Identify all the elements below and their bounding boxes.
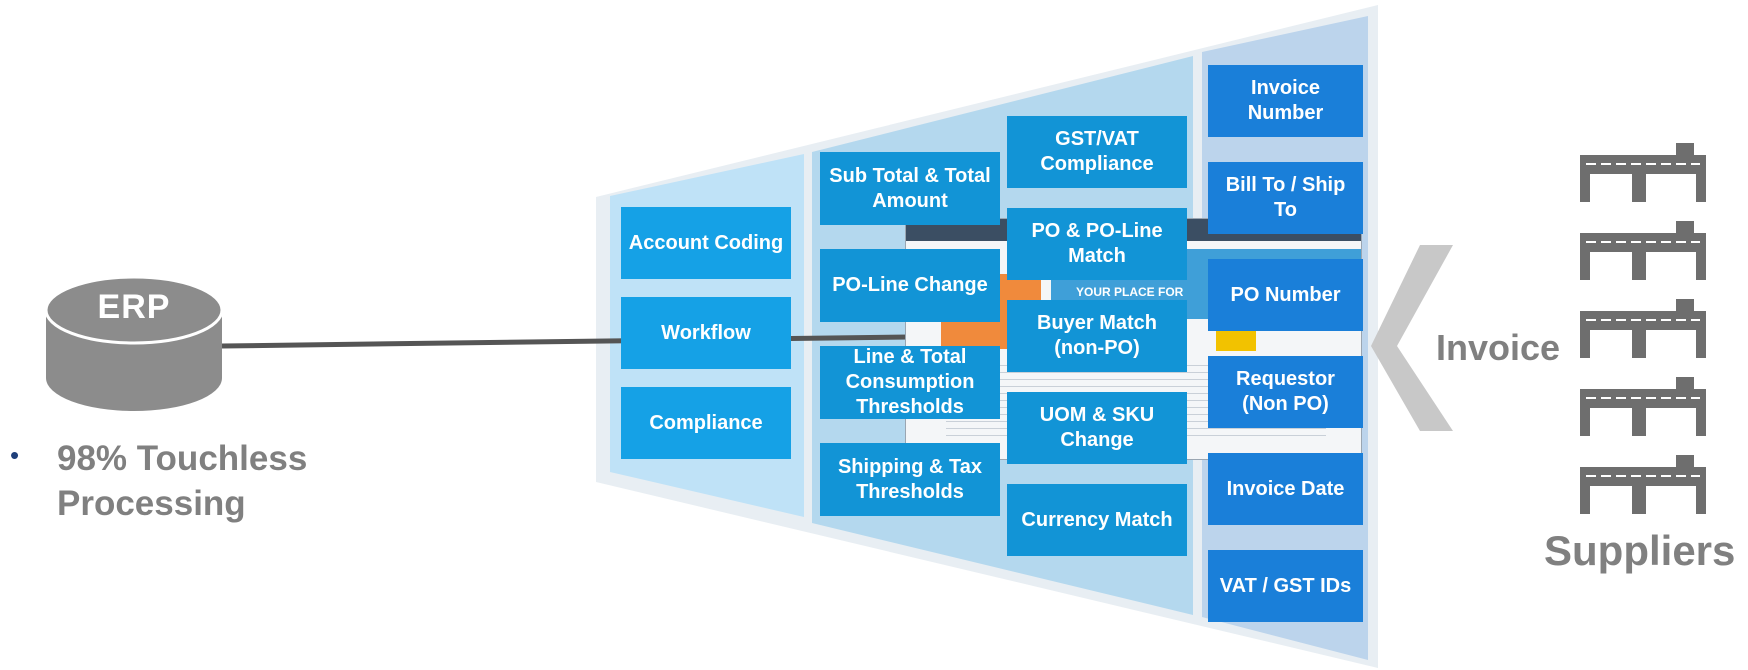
erp-connector-line (221, 334, 911, 349)
stage1-box-account-coding: Account Coding (621, 207, 791, 279)
touchless-processing-text: 98% Touchless Processing (57, 439, 308, 523)
stage3-box-requestor: Requestor (Non PO) (1208, 356, 1363, 428)
invoice-label: Invoice (1436, 327, 1561, 368)
stage2-box-shipping-tax-thresholds: Shipping & Tax Thresholds (820, 443, 1000, 516)
stage3-box-bill-ship-to: Bill To / Ship To (1208, 162, 1363, 234)
suppliers-label: Suppliers (1544, 527, 1736, 574)
stage2-box-po-line-match: PO & PO-Line Match (1007, 208, 1187, 280)
stage2-box-subtotal-amount: Sub Total & Total Amount (820, 152, 1000, 225)
invoice-chevron-icon (1371, 245, 1453, 431)
stage2-box-consumption-thresholds: Line & Total Consumption Thresholds (820, 346, 1000, 419)
stage2-box-gst-vat-compliance: GST/VAT Compliance (1007, 116, 1187, 188)
supplier-building-icon (1580, 298, 1706, 359)
stage2-box-uom-sku-change: UOM & SKU Change (1007, 392, 1187, 464)
supplier-building-icon (1580, 454, 1706, 515)
supplier-buildings (1580, 143, 1706, 515)
erp-label: ERP (97, 288, 171, 326)
erp-database-icon (44, 275, 224, 411)
stage2-box-currency-match: Currency Match (1007, 484, 1187, 556)
stage2-box-buyer-match: Buyer Match (non-PO) (1007, 300, 1187, 372)
supplier-building-icon (1580, 143, 1706, 202)
screenshot-yellow-block (1216, 327, 1256, 351)
stage3-box-invoice-date: Invoice Date (1208, 453, 1363, 525)
supplier-building-icon (1580, 376, 1706, 437)
stage2-box-po-line-change: PO-Line Change (820, 249, 1000, 322)
screenshot-banner-text: YOUR PLACE FOR (1076, 285, 1184, 299)
supplier-building-icon (1580, 220, 1706, 281)
stage1-box-workflow: Workflow (621, 297, 791, 369)
summary-bullet: • (10, 440, 20, 470)
stage3-box-invoice-number: Invoice Number (1208, 65, 1363, 137)
stage3-box-vat-gst-ids: VAT / GST IDs (1208, 550, 1363, 622)
stage1-box-compliance: Compliance (621, 387, 791, 459)
stage3-box-po-number: PO Number (1208, 259, 1363, 331)
